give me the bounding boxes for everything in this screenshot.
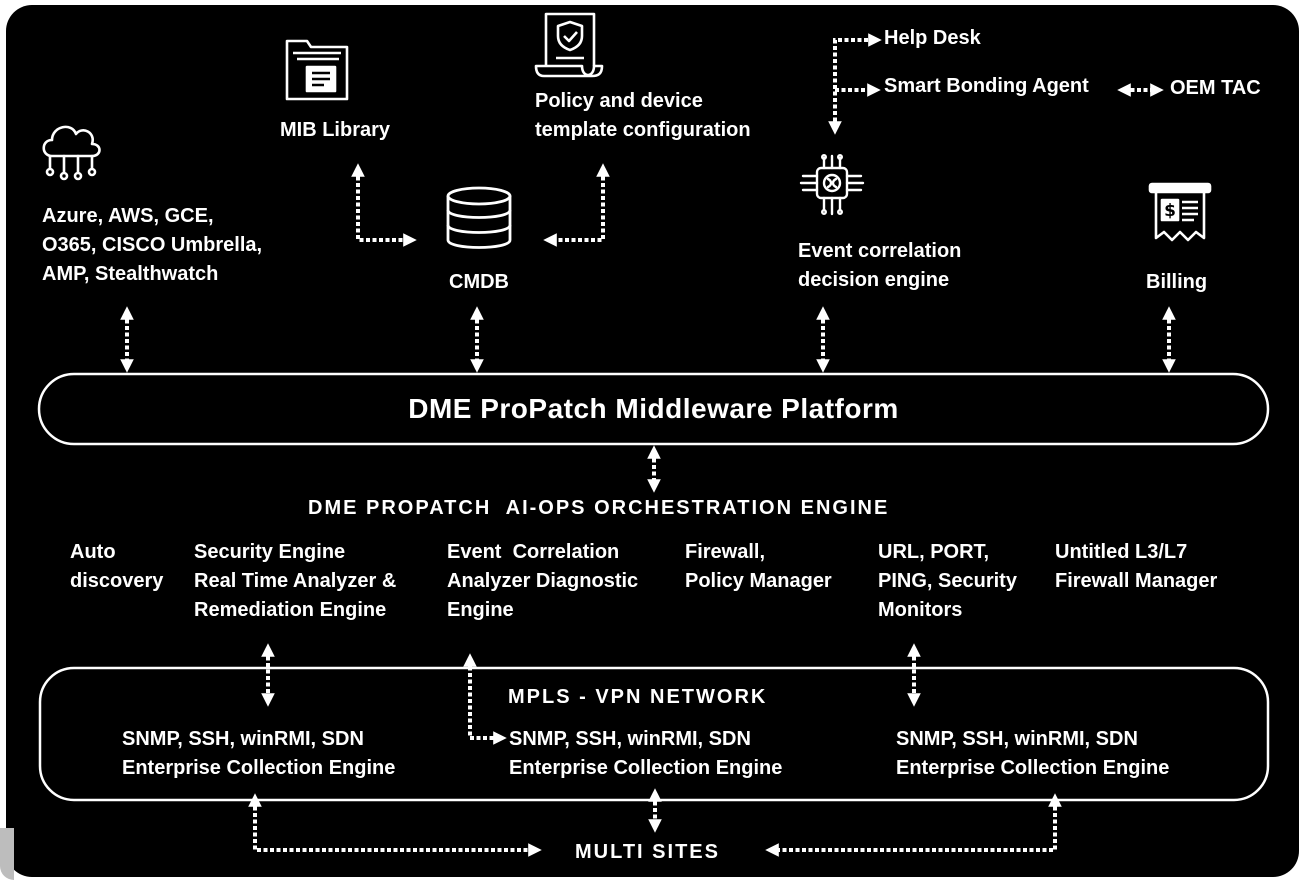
network-title: MPLS - VPN NETWORK — [508, 686, 768, 708]
cloud-network-icon — [42, 125, 101, 181]
helpdesk-connector — [828, 33, 882, 135]
folder-document-icon — [285, 39, 349, 101]
collector-left: SNMP, SSH, winRMI, SDN Enterprise Collec… — [122, 728, 396, 779]
policy-cmdb-connector — [543, 163, 610, 247]
right-multisite-connector — [765, 793, 1062, 857]
collector-right: SNMP, SSH, winRMI, SDN Enterprise Collec… — [896, 728, 1170, 779]
invoice-receipt-icon: $ — [1148, 182, 1212, 242]
diagram-canvas — [6, 5, 1299, 877]
multi-sites-label: MULTI SITES — [575, 841, 720, 863]
smart-bonding-label: Smart Bonding Agent — [884, 75, 1089, 97]
orchestration-title: DME PROPATCH AI-OPS ORCHESTRATION ENGINE — [308, 497, 890, 519]
database-icon — [446, 186, 512, 249]
module-auto-discovery: Auto discovery — [70, 541, 164, 592]
platform-title: DME ProPatch Middleware Platform — [408, 393, 899, 424]
left-multisite-connector — [248, 793, 542, 857]
module-firewall-policy: Firewall, Policy Manager — [685, 541, 832, 592]
module-security-monitors: URL, PORT, PING, Security Monitors — [878, 541, 1017, 621]
ai-chip-icon — [799, 154, 865, 216]
collector-center: SNMP, SSH, winRMI, SDN Enterprise Collec… — [509, 728, 783, 779]
module-event-correlation: Event Correlation Analyzer Diagnostic En… — [447, 541, 639, 621]
cloud-services-label: Azure, AWS, GCE, O365, CISCO Umbrella, A… — [42, 205, 263, 285]
help-desk-label: Help Desk — [884, 27, 981, 49]
platform-container — [37, 372, 1270, 446]
page-corner-shadow — [0, 828, 14, 880]
oem-tac-label: OEM TAC — [1170, 77, 1261, 99]
mib-cmdb-connector — [351, 163, 417, 247]
module-firewall-manager: Untitled L3/L7 Firewall Manager — [1055, 541, 1218, 592]
module-security-engine: Security Engine Real Time Analyzer & Rem… — [194, 541, 397, 621]
cmdb-label: CMDB — [449, 271, 509, 293]
mib-library-label: MIB Library — [280, 119, 391, 141]
billing-label: Billing — [1146, 271, 1208, 293]
svg-text:$: $ — [1164, 201, 1176, 221]
event-correlation-label: Event correlation decision engine — [798, 240, 962, 291]
policy-template-label: Policy and device template configuration — [535, 90, 751, 141]
network-container — [38, 666, 1270, 802]
certificate-scroll-icon — [534, 12, 604, 78]
event-collector-connector — [463, 653, 507, 745]
